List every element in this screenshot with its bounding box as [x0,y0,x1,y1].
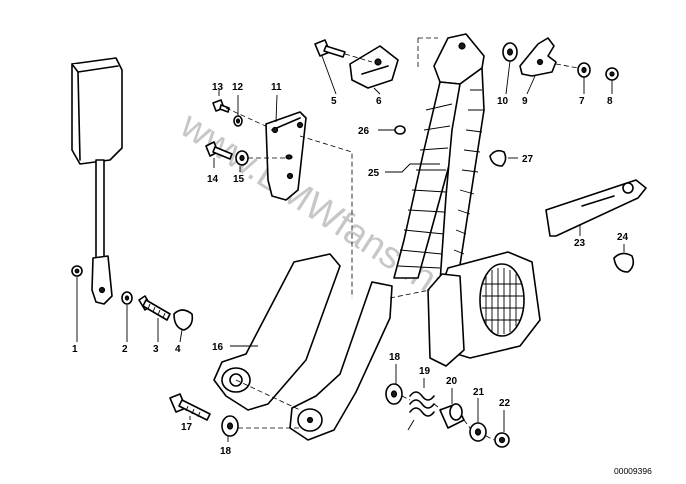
callout-19: 19 [419,366,431,377]
nut-22 [494,432,510,448]
guide-plate-23 [545,179,647,237]
callout-11: 11 [271,82,282,93]
sleeve-20 [439,403,465,429]
callout-18-lower: 18 [220,446,232,457]
callout-27: 27 [522,154,534,165]
buckle-assembly [71,57,123,305]
anchor-strap-lower [289,281,393,441]
callout-20: 20 [446,376,458,387]
bolt-14 [205,141,233,160]
washer-21 [469,422,487,442]
callout-5: 5 [331,96,337,107]
callout-13: 13 [212,82,224,93]
bolt-17 [169,393,211,421]
callout-7: 7 [579,96,585,107]
callout-16: 16 [212,342,224,353]
anchor-bracket-6 [349,45,399,89]
spacer-10 [502,42,518,62]
callout-21: 21 [473,387,485,398]
callout-17: 17 [181,422,193,433]
callout-8: 8 [607,96,613,107]
callout-12: 12 [232,82,244,93]
washer-15 [235,150,249,166]
callout-26: 26 [358,126,370,137]
nut-8 [605,67,619,81]
washer-12 [233,115,243,127]
bracket-9 [519,37,557,77]
belt-retractor [427,251,541,367]
washer-2 [121,291,133,305]
callout-9: 9 [522,96,528,107]
callout-6: 6 [376,96,382,107]
mounting-plate-11 [265,111,307,201]
callout-22: 22 [499,398,511,409]
washer-18-lower [221,415,239,437]
anchor-strap-16 [213,253,341,411]
bolt-5 [314,39,346,58]
callout-18: 18 [389,352,401,363]
callout-4: 4 [175,344,181,355]
document-number: 00009396 [614,466,652,476]
cap-nut-4 [173,309,194,331]
belt-webbing [393,67,485,283]
callout-15: 15 [233,174,245,185]
callout-25: 25 [368,168,380,179]
bolt-3 [138,295,171,321]
callout-1: 1 [72,344,78,355]
spring-19 [407,391,435,431]
callout-14: 14 [207,174,219,185]
washer-7 [577,62,591,78]
callout-23: 23 [574,238,586,249]
clip-26 [394,125,406,135]
cap-24 [613,252,635,273]
washer-18 [385,383,403,405]
callout-24: 24 [617,232,629,243]
callout-2: 2 [122,344,128,355]
callout-10: 10 [497,96,509,107]
lock-washer-1 [71,265,83,277]
bolt-13 [212,99,230,113]
callout-3: 3 [153,344,159,355]
cap-27 [489,149,507,167]
